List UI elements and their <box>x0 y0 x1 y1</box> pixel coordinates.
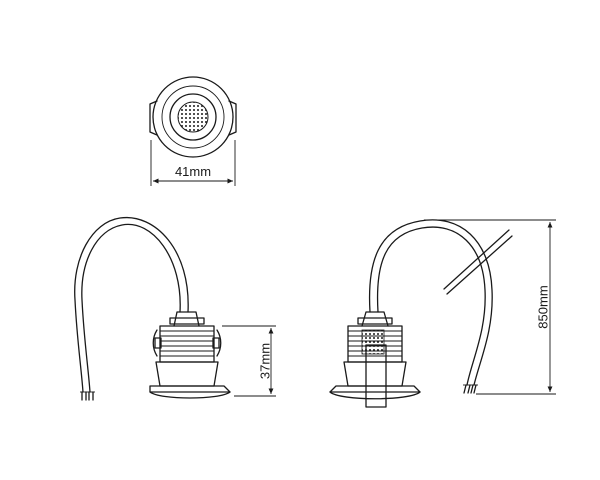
cable-inner-side <box>376 226 486 386</box>
spring-clip-side <box>365 344 387 408</box>
right-spring-clip <box>228 100 237 136</box>
bezel-flange <box>149 385 231 393</box>
cable-inner <box>74 216 189 393</box>
bezel-lip-side <box>329 391 421 400</box>
left-spring-clip <box>149 100 158 136</box>
side-view: 850mm <box>329 219 556 408</box>
cable-break-mark-upper <box>443 229 510 290</box>
cable-length-label: 850mm <box>535 285 550 328</box>
diameter-label: 41mm <box>175 164 211 179</box>
bezel-flange-side <box>329 385 421 393</box>
right-spring <box>216 329 222 357</box>
cable-break-mark-lower <box>446 235 513 295</box>
bezel-inner-ring <box>161 85 225 149</box>
bezel-outer-ring <box>152 76 234 158</box>
fixture-body <box>155 361 219 387</box>
gland-nut <box>169 317 205 325</box>
top-view: 41mm <box>149 76 237 186</box>
clip-detail <box>361 329 385 355</box>
cable-gland-side <box>361 311 389 327</box>
lens-ring <box>169 93 217 141</box>
bezel-lip <box>149 391 231 399</box>
height-label: 37mm <box>257 343 272 379</box>
front-view: 37mm <box>74 216 276 401</box>
cable-gland <box>173 311 200 327</box>
left-spring <box>152 329 158 357</box>
cable-outer <box>81 223 181 393</box>
honeycomb-lens <box>177 101 209 133</box>
cable-outer-side <box>368 219 493 386</box>
fixture-body-side <box>343 361 407 387</box>
